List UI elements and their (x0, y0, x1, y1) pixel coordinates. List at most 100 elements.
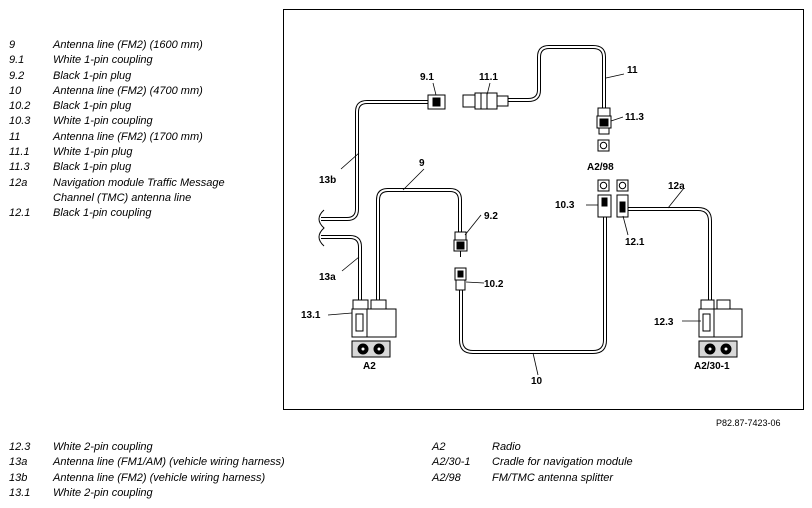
legend-code: 12.1 (9, 207, 31, 220)
cable-12a (627, 207, 712, 300)
legend-row: 11 Antenna line (FM2) (1700 mm) (9, 130, 225, 145)
legend-code: 9.2 (9, 69, 25, 82)
legend-code: 10.3 (9, 115, 31, 128)
label-12a: 12a (668, 181, 685, 192)
legend-row: 12a Navigation module Traffic Message (9, 176, 225, 191)
legend-row: A2/30-1 Cradle for navigation module (432, 455, 633, 470)
legend-description: White 1-pin plug (53, 146, 133, 159)
label-9-2: 9.2 (484, 211, 498, 222)
legend-row: 12.3 White 2-pin coupling (9, 440, 285, 455)
cable-11 (508, 45, 606, 108)
legend-description: Black 1-pin plug (53, 161, 132, 174)
legend-row: 13a Antenna line (FM1/AM) (vehicle wiring… (9, 455, 285, 470)
label-10: 10 (531, 376, 543, 387)
legend-description: Navigation module Traffic Message (53, 176, 225, 189)
connector-10-2 (454, 267, 467, 291)
legend-code: 11 (9, 130, 21, 143)
legend-row: 13.1 White 2-pin coupling (9, 486, 285, 501)
wiring-diagram: 9.1 11.1 11 11.3 A2/98 13b 9 9.2 10.3 12… (283, 9, 804, 410)
diagram-frame (283, 9, 804, 410)
legend-code: 11.3 (9, 161, 30, 174)
cable-9 (376, 188, 462, 300)
legend-row: A2 Radio (432, 440, 633, 455)
connector-10-3 (597, 194, 612, 218)
cable-10 (459, 217, 607, 354)
splitter-a2-98 (597, 139, 629, 192)
legend-code: 10.2 (9, 100, 31, 113)
legend-description: Channel (TMC) antenna line (53, 191, 192, 204)
legend-row: 13b Antenna line (FM2) (vehicle wiring ha… (9, 471, 285, 486)
label-13a: 13a (319, 272, 336, 283)
label-a2-98: A2/98 (587, 162, 614, 173)
legend-description: Black 1-pin plug (53, 69, 132, 82)
cable-13b (321, 100, 429, 221)
legend-row: 11.3 Black 1-pin plug (9, 160, 225, 175)
legend-description: FM/TMC antenna splitter (492, 471, 614, 484)
legend-row: A2/98 FM/TMC antenna splitter (432, 471, 633, 486)
legend-description: Antenna line (FM2) (vehicle wiring harne… (53, 471, 266, 484)
connector-9-2 (453, 231, 468, 257)
legend-code: 12.3 (9, 441, 31, 453)
leader-lines (327, 73, 701, 376)
legend-row: Channel (TMC) antenna line (9, 191, 225, 206)
legend-description: Cradle for navigation module (492, 456, 633, 469)
legend-description: Antenna line (FM2) (4700 mm) (53, 84, 203, 97)
legend-description: White 1-pin coupling (53, 115, 153, 128)
legend-row: 9 Antenna line (FM2) (1600 mm) (9, 38, 225, 53)
label-12-1: 12.1 (625, 237, 645, 248)
legend-row: 9.2 Black 1-pin plug (9, 69, 225, 84)
legend-code: 12a (9, 176, 28, 189)
label-a2: A2 (363, 361, 376, 372)
cradle-a2-30-1 (698, 299, 743, 358)
connector-11-1 (462, 92, 509, 110)
connector-9-1 (427, 94, 446, 110)
connector-12-1 (616, 194, 629, 218)
radio-a2 (351, 299, 397, 358)
legend-description: White 2-pin coupling (53, 486, 153, 499)
legend-code: 9.1 (9, 54, 25, 67)
legend-row: 11.1 White 1-pin plug (9, 145, 225, 160)
legend-description: Radio (492, 441, 521, 453)
legend-row: 10.2 Black 1-pin plug (9, 99, 225, 114)
label-9: 9 (419, 158, 425, 169)
legend-row: 9.1 White 1-pin coupling (9, 53, 225, 68)
legend-description: Antenna line (FM1/AM) (vehicle wiring ha… (53, 456, 285, 469)
legend-code: A2 (432, 441, 446, 453)
legend-description: Antenna line (FM2) (1600 mm) (53, 39, 203, 51)
label-11-3: 11.3 (625, 112, 644, 123)
label-10-2: 10.2 (484, 279, 504, 290)
figure-reference: P82.87-7423-06 (716, 418, 781, 428)
harness-break-mark (318, 209, 325, 247)
label-9-1: 9.1 (420, 72, 434, 83)
legend-description: Black 1-pin coupling (53, 207, 152, 220)
legend-row: 12.1 Black 1-pin coupling (9, 206, 225, 221)
wiring-diagram-svg: 9.1 11.1 11 11.3 A2/98 13b 9 9.2 10.3 12… (283, 9, 804, 410)
legend-description: White 2-pin coupling (53, 441, 153, 453)
legend-code (9, 191, 53, 206)
label-a2-30-1: A2/30-1 (694, 361, 730, 372)
cable-13a (321, 235, 362, 300)
legend-code: 13a (9, 456, 28, 469)
legend-row: 10.3 White 1-pin coupling (9, 114, 225, 129)
legend-code: 10 (9, 84, 22, 97)
legend-description: Antenna line (FM2) (1700 mm) (53, 130, 203, 143)
label-11-1: 11.1 (479, 72, 498, 83)
legend-code: A2/30-1 (432, 456, 471, 469)
legend-description: White 1-pin coupling (53, 54, 153, 67)
label-13-1: 13.1 (301, 310, 321, 321)
legend-row: 10 Antenna line (FM2) (4700 mm) (9, 84, 225, 99)
connector-11-3 (596, 107, 612, 135)
label-10-3: 10.3 (555, 200, 575, 211)
legend-code: 11.1 (9, 146, 30, 159)
legend-description: Black 1-pin plug (53, 100, 132, 113)
legend-code: A2/98 (432, 471, 461, 484)
legend-code: 13.1 (9, 486, 31, 499)
label-12-3: 12.3 (654, 317, 674, 328)
label-11: 11 (627, 65, 638, 76)
legend-code: 13b (9, 471, 28, 484)
label-13b: 13b (319, 175, 336, 186)
legend-code: 9 (9, 39, 16, 51)
